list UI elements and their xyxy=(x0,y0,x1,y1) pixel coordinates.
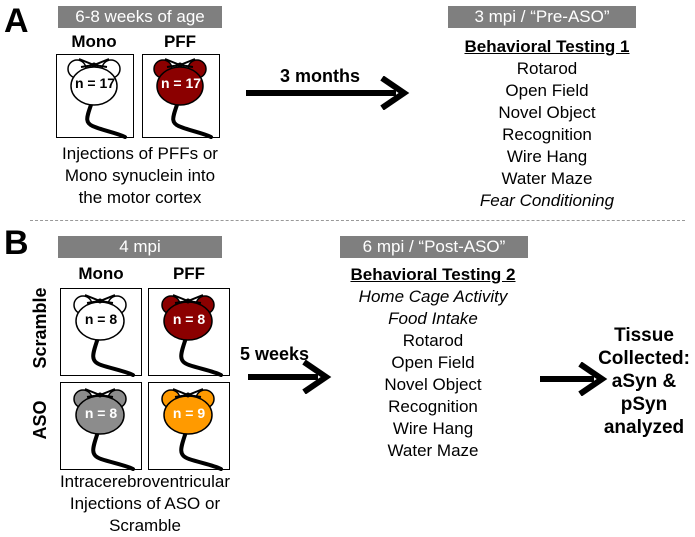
test-item: Wire Hang xyxy=(392,419,474,438)
test-item: Rotarod xyxy=(516,59,578,78)
caption-line: Intracerebroventricular xyxy=(59,472,231,491)
mouse-aso-pff: n = 9 xyxy=(148,382,230,471)
panel-divider xyxy=(30,220,685,221)
mouse-icon xyxy=(73,388,135,471)
mouse-icon xyxy=(67,58,127,139)
testing-2-title: Behavioral Testing 2 xyxy=(350,265,516,284)
right-arrow-icon xyxy=(248,360,332,394)
pre-aso-banner: 3 mpi / “Pre-ASO” xyxy=(448,6,636,28)
testing-1-title: Behavioral Testing 1 xyxy=(464,37,630,56)
panel-b-caption: Intracerebroventricular Injections of AS… xyxy=(30,471,260,537)
aso-mono-n: n = 8 xyxy=(84,405,118,421)
right-arrow-icon xyxy=(540,362,608,396)
panel-a-mono-label: Mono xyxy=(71,32,117,51)
caption-line: Injections of PFFs or xyxy=(62,144,218,163)
aso-pff-n: n = 9 xyxy=(172,405,206,421)
test-item: Water Maze xyxy=(387,441,479,460)
test-item: Novel Object xyxy=(498,103,596,122)
behavioral-testing-1: Behavioral Testing 1 Rotarod Open Field … xyxy=(442,36,652,212)
mouse-scramble-pff: n = 8 xyxy=(148,288,230,377)
tissue-line: analyzed xyxy=(603,417,685,438)
panel-b-letter: B xyxy=(4,224,29,262)
mouse-mono-a: n = 17 xyxy=(56,54,134,139)
caption-line: Scramble xyxy=(109,516,181,535)
age-banner: 6-8 weeks of age xyxy=(58,6,222,28)
mouse-icon xyxy=(161,294,223,377)
tissue-line: pSyn xyxy=(620,394,668,415)
test-item: Fear Conditioning xyxy=(479,191,615,210)
test-item: Open Field xyxy=(391,353,475,372)
tissue-line: Tissue xyxy=(614,325,674,346)
test-item: Wire Hang xyxy=(506,147,588,166)
panel-a-pff-label: PFF xyxy=(163,32,197,51)
mouse-aso-mono: n = 8 xyxy=(60,382,142,471)
right-arrow-icon xyxy=(246,76,410,110)
panel-b-pff-label: PFF xyxy=(172,264,206,283)
scramble-pff-n: n = 8 xyxy=(172,311,206,327)
test-item: Open Field xyxy=(505,81,589,100)
row-label-aso: ASO xyxy=(30,400,50,440)
mouse-icon xyxy=(73,294,135,377)
tissue-collected-label: Tissue Collected: aSyn & pSyn analyzed xyxy=(596,324,692,439)
panel-a-letter: A xyxy=(4,2,29,40)
row-label-scramble: Scramble xyxy=(30,287,50,369)
test-item: Food Intake xyxy=(388,309,478,328)
panel-b-mono-label: Mono xyxy=(78,264,124,283)
test-item: Recognition xyxy=(388,397,478,416)
post-aso-banner: 6 mpi / “Post-ASO” xyxy=(340,236,528,258)
arrow-label-3-months: 3 months xyxy=(280,66,361,86)
test-item: Home Cage Activity xyxy=(358,287,508,306)
behavioral-testing-2: Behavioral Testing 2 Home Cage Activity … xyxy=(330,264,536,462)
mouse-icon xyxy=(161,388,223,471)
test-item: Novel Object xyxy=(384,375,482,394)
test-item: Water Maze xyxy=(501,169,593,188)
caption-line: Injections of ASO or xyxy=(69,494,221,513)
test-item: Rotarod xyxy=(402,331,464,350)
mouse-icon xyxy=(153,58,213,139)
scramble-mono-n: n = 8 xyxy=(84,311,118,327)
test-item: Recognition xyxy=(502,125,592,144)
caption-line: Mono synuclein into xyxy=(64,166,216,185)
mouse-pff-a: n = 17 xyxy=(142,54,220,139)
four-mpi-banner: 4 mpi xyxy=(58,236,222,258)
tissue-line: aSyn & xyxy=(611,371,677,392)
caption-line: the motor cortex xyxy=(78,188,202,207)
pff-a-n: n = 17 xyxy=(160,75,202,91)
tissue-line: Collected: xyxy=(598,348,690,369)
panel-a-caption: Injections of PFFs or Mono synuclein int… xyxy=(40,143,240,209)
mouse-scramble-mono: n = 8 xyxy=(60,288,142,377)
arrow-label-5-weeks: 5 weeks xyxy=(240,344,310,364)
mono-a-n: n = 17 xyxy=(74,75,116,91)
